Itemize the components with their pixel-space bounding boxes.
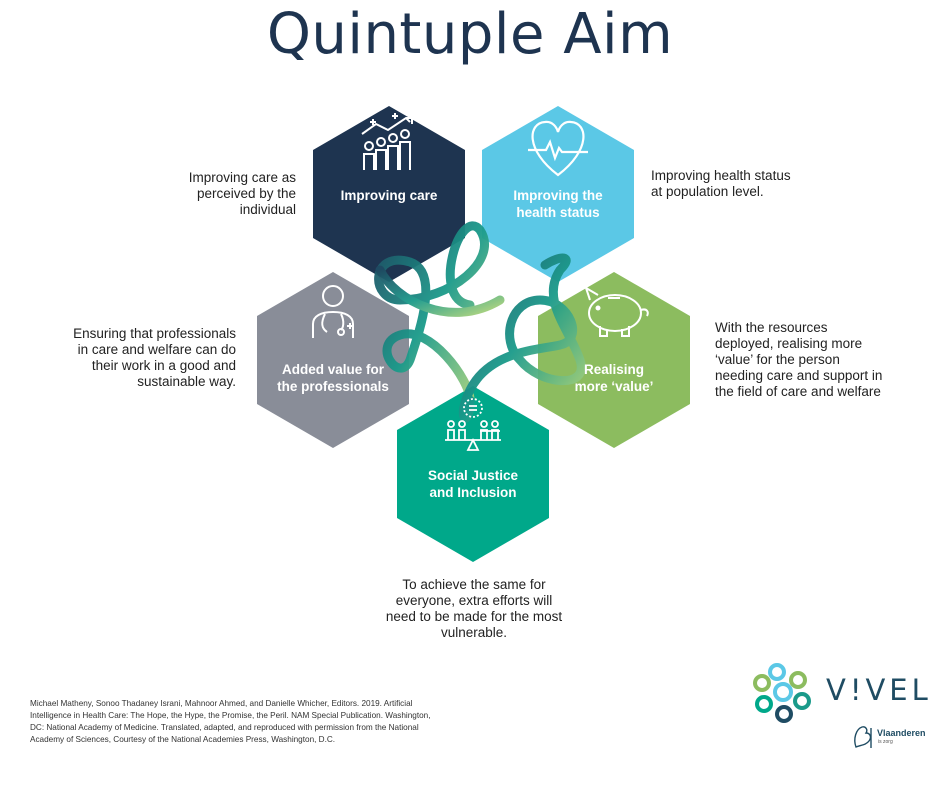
desc-health-status: Improving health status at population le…: [651, 168, 791, 199]
hex-added-value: [257, 272, 409, 448]
vlaanderen-lion-icon: [854, 726, 872, 748]
doctor-icon: [312, 285, 354, 338]
balance-scale-icon: [445, 398, 501, 451]
hex-social-justice: [397, 386, 549, 562]
vlaanderen-tagline: is zorg: [878, 739, 893, 745]
vivel-logo-text: V!VEL: [826, 673, 932, 707]
heart-pulse-icon: [528, 120, 588, 177]
hex-label-added-value: Added value for the professionals: [277, 362, 389, 394]
desc-added-value: Ensuring that professionals in care and …: [73, 326, 236, 389]
page-title: Quintuple Aim: [266, 2, 674, 67]
hex-label-social-justice: Social Justice and Inclusion: [427, 468, 519, 500]
knot-loops: [374, 221, 586, 423]
vlaanderen-logo-text: Vlaanderen: [877, 728, 926, 738]
hex-label-health-status: Improving the health status: [513, 188, 603, 220]
hex-improving-care: [313, 106, 465, 282]
desc-improving-care: Improving care as perceived by the indiv…: [188, 170, 296, 217]
piggy-bank-icon: [584, 285, 649, 337]
vivel-logo-mark: [753, 663, 811, 723]
desc-realising-value: With the resources deployed, realising m…: [715, 320, 883, 399]
citation-text: Michael Matheny, Sonoo Thadaney Israni, …: [30, 699, 431, 744]
people-growth-icon: [361, 113, 413, 170]
hex-label-improving-care: Improving care: [340, 188, 438, 203]
hex-label-realising-value: Realising more ‘value’: [574, 362, 654, 394]
hex-health-status: [482, 106, 634, 282]
desc-social-justice: To achieve the same for everyone, extra …: [385, 577, 563, 640]
hex-realising-value: [538, 272, 690, 448]
